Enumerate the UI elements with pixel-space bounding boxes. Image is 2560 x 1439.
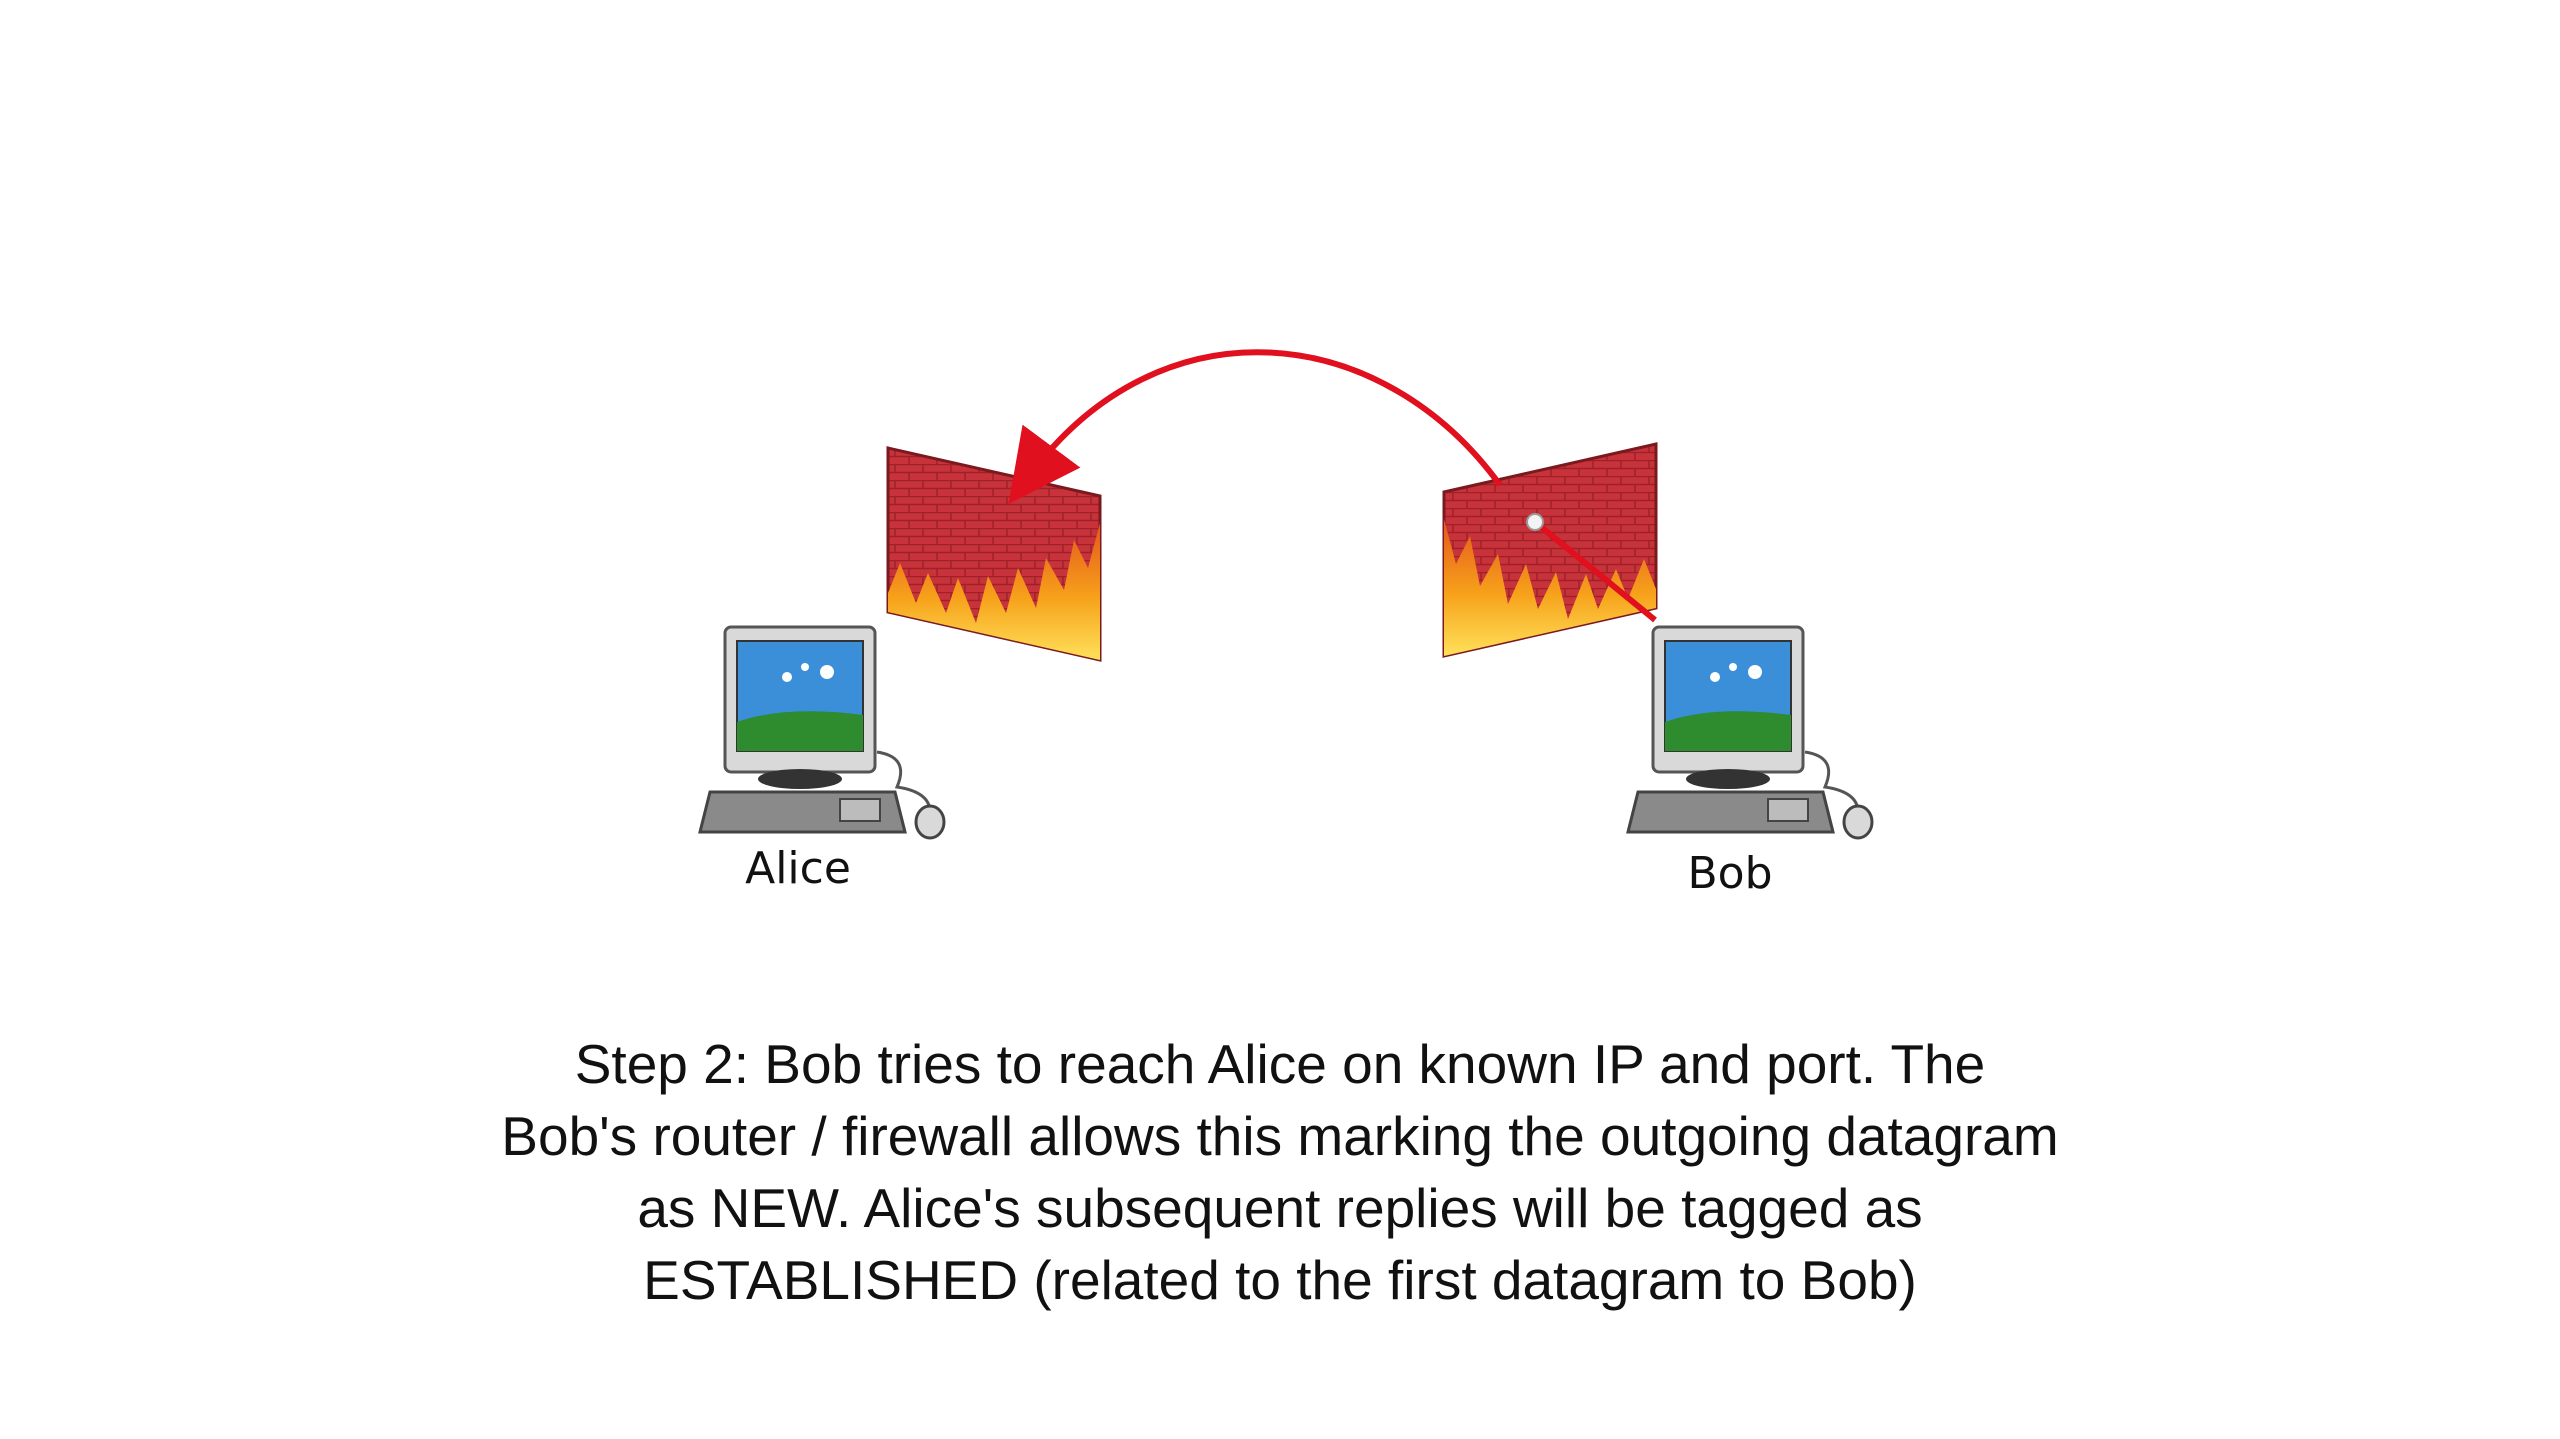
bob-label: Bob — [1687, 848, 1773, 899]
alice-computer-icon — [698, 625, 946, 840]
bob-outgoing-arrow — [1533, 519, 1657, 623]
alice-label: Alice — [745, 843, 851, 894]
alice-firewall-icon — [886, 446, 1102, 662]
caption-line: Bob's router / firewall allows this mark… — [501, 1105, 2059, 1167]
bob-computer-icon — [1626, 625, 1874, 840]
bob-firewall-icon — [1442, 442, 1658, 658]
datagram-arc-arrow — [1008, 349, 1503, 504]
caption-line: Step 2: Bob tries to reach Alice on know… — [574, 1033, 1986, 1095]
caption-line: ESTABLISHED (related to the first datagr… — [643, 1249, 1917, 1311]
firewall-hole — [1526, 513, 1544, 531]
caption-line: as NEW. Alice's subsequent replies will … — [637, 1177, 1923, 1239]
step-caption: Step 2: Bob tries to reach Alice on know… — [380, 1028, 2180, 1316]
